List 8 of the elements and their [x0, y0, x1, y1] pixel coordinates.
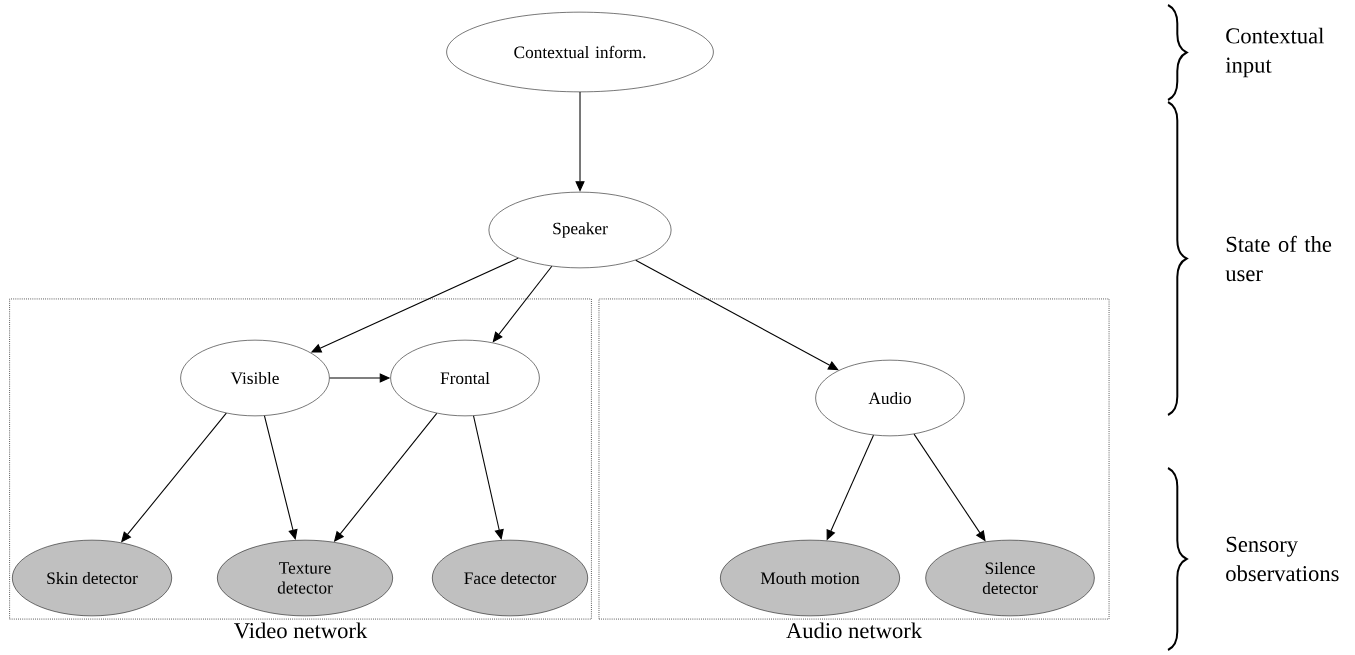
- arrow: [575, 91, 585, 192]
- node-label: Audio network: [786, 622, 923, 639]
- brace-label: Sensory observations: [1226, 536, 1339, 582]
- brace-label: Contextual input: [1225, 27, 1324, 78]
- arrow: [492, 265, 553, 343]
- arrow: [635, 259, 839, 371]
- node-label: Video network: [234, 622, 368, 639]
- brace-label: State of the user: [1225, 235, 1332, 282]
